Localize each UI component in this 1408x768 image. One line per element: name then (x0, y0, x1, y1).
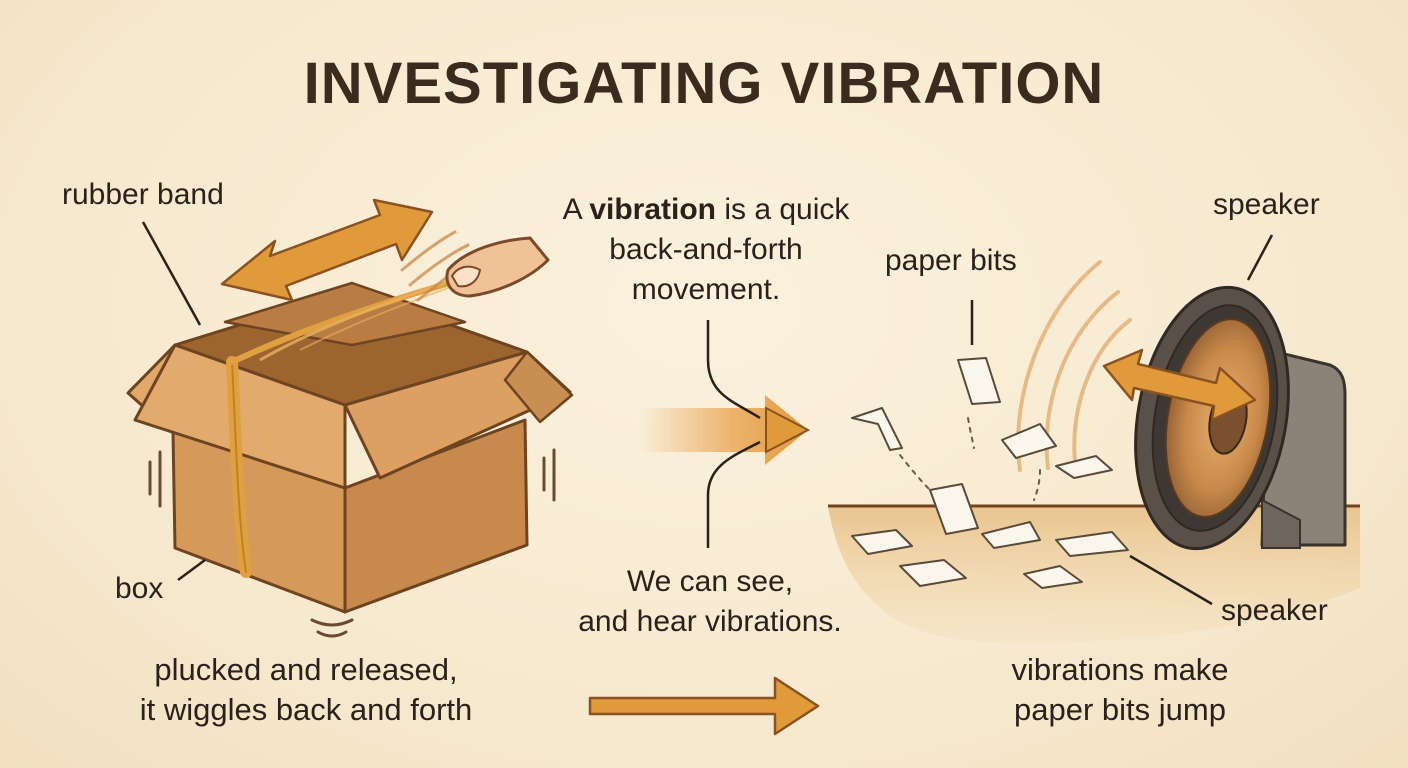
center-arrows (640, 320, 811, 548)
motion-arrow-icon (220, 198, 434, 302)
definition-line-1: A vibration is a quick (562, 193, 850, 226)
label-speaker-bottom: speaker (1221, 594, 1328, 627)
wobble-marks (148, 448, 556, 638)
paper-bit-icon (851, 529, 913, 555)
paper-bit-icon (981, 521, 1041, 549)
definition-text: A vibration is a quick back-and-forth mo… (528, 190, 884, 310)
observation-text: We can see, and hear vibrations. (578, 565, 842, 638)
paper-bit-icon (851, 407, 903, 451)
label-speaker-top: speaker (1213, 188, 1320, 221)
definition-keyword: vibration (589, 193, 716, 226)
definition-line-2: back-and-forth (609, 233, 803, 266)
paper-bits (851, 357, 1129, 589)
paper-bit-icon (1055, 455, 1113, 479)
paper-bit-icon (1023, 565, 1083, 589)
speaker-icon (1134, 285, 1347, 551)
finger-icon (445, 236, 550, 298)
caption-right: vibrations make paper bits jump (1011, 652, 1229, 727)
leader-lines-left (141, 221, 206, 582)
caption-left: plucked and released, it wiggles back an… (139, 652, 473, 727)
paper-bit-icon (929, 483, 979, 535)
bottom-arrow (588, 676, 820, 736)
page-title: INVESTIGATING VIBRATION (303, 51, 1105, 116)
paper-bit-icon (957, 357, 1001, 405)
paper-bit-icon (899, 559, 967, 587)
jump-trails (899, 417, 1041, 501)
cardboard-box (126, 281, 574, 614)
label-box: box (115, 572, 164, 605)
paper-bit-icon (1055, 531, 1129, 557)
speaker-motion-arrow (1102, 348, 1257, 422)
definition-line-3: movement. (631, 273, 781, 306)
leader-lines-right (970, 234, 1274, 606)
label-rubber-band: rubber band (62, 178, 224, 211)
label-paper-bits: paper bits (885, 244, 1017, 277)
paper-bit-icon (1001, 423, 1057, 459)
